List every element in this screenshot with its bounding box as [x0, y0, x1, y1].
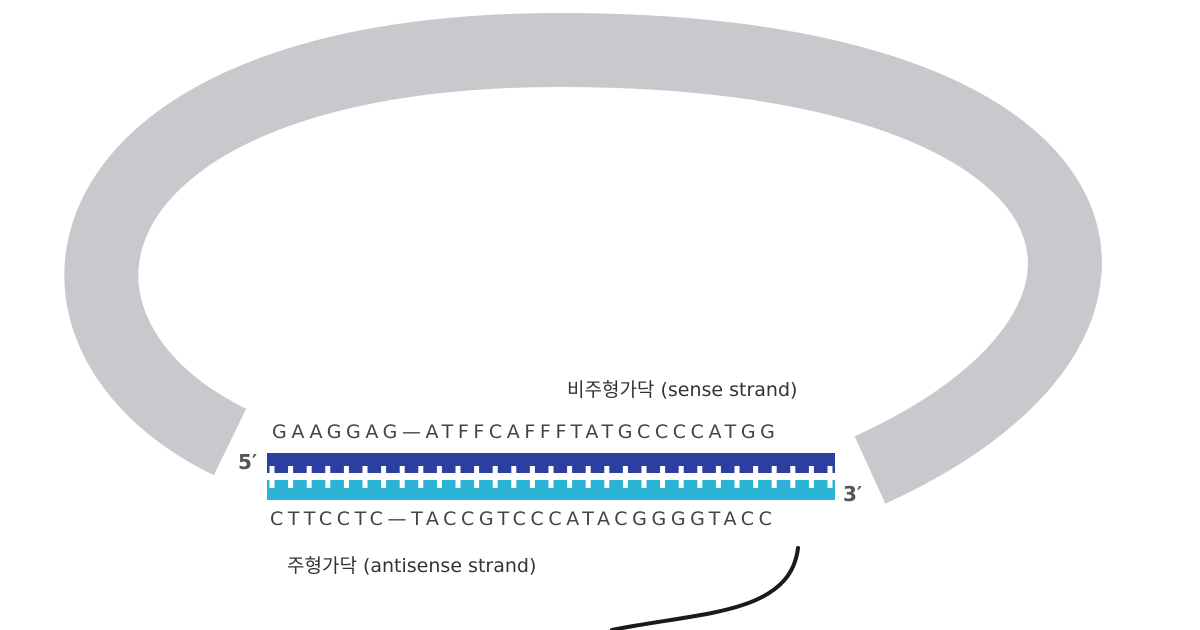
base-pair-tick — [827, 466, 833, 488]
base-pair-tick — [567, 466, 573, 488]
base-pair-tick — [604, 466, 610, 488]
base-pair-tick — [585, 466, 591, 488]
base-pair-tick — [753, 466, 759, 488]
base-pair-tick — [474, 466, 480, 488]
base-pair-tick — [399, 466, 405, 488]
base-pair-tick — [455, 466, 461, 488]
three-prime-label: 3′ — [843, 482, 863, 506]
base-pair-tick — [492, 466, 498, 488]
base-pair-tick — [548, 466, 554, 488]
antisense-strand-band — [267, 480, 835, 500]
base-pair-tick — [288, 466, 294, 488]
base-pair-tick — [511, 466, 517, 488]
sense-sequence: GAAGGAG—ATFFCAFFFTATGCCCCATGG — [272, 421, 780, 443]
base-pair-tick — [641, 466, 647, 488]
five-prime-label: 5′ — [238, 450, 258, 474]
plasmid-ring — [64, 12, 1102, 504]
base-pair-tick — [790, 466, 796, 488]
base-pair-tick — [622, 466, 628, 488]
base-pair-tick — [771, 466, 777, 488]
base-pair-tick — [343, 466, 349, 488]
base-pair-tick — [381, 466, 387, 488]
base-pair-tick — [734, 466, 740, 488]
base-pair-tick — [715, 466, 721, 488]
base-pair-tick — [529, 466, 535, 488]
antisense-sequence: CTTCCTC—TACCGTCCCATACGGGGTACC — [270, 508, 777, 530]
base-pair-tick — [678, 466, 684, 488]
sense-strand-label: 비주형가닥 (sense strand) — [567, 379, 798, 401]
base-pair-tick — [697, 466, 703, 488]
base-pair-tick — [362, 466, 368, 488]
base-pair-tick — [325, 466, 331, 488]
base-pair-tick — [436, 466, 442, 488]
base-pair-tick — [418, 466, 424, 488]
pointer-line — [610, 546, 800, 630]
base-pair-tick — [808, 466, 814, 488]
base-pair-tick — [306, 466, 312, 488]
base-pair-tick — [269, 466, 275, 488]
base-pair-tick — [660, 466, 666, 488]
sense-strand-band — [267, 453, 835, 473]
base-pair-ticks — [269, 466, 833, 488]
antisense-strand-label: 주형가닥 (antisense strand) — [287, 555, 537, 577]
